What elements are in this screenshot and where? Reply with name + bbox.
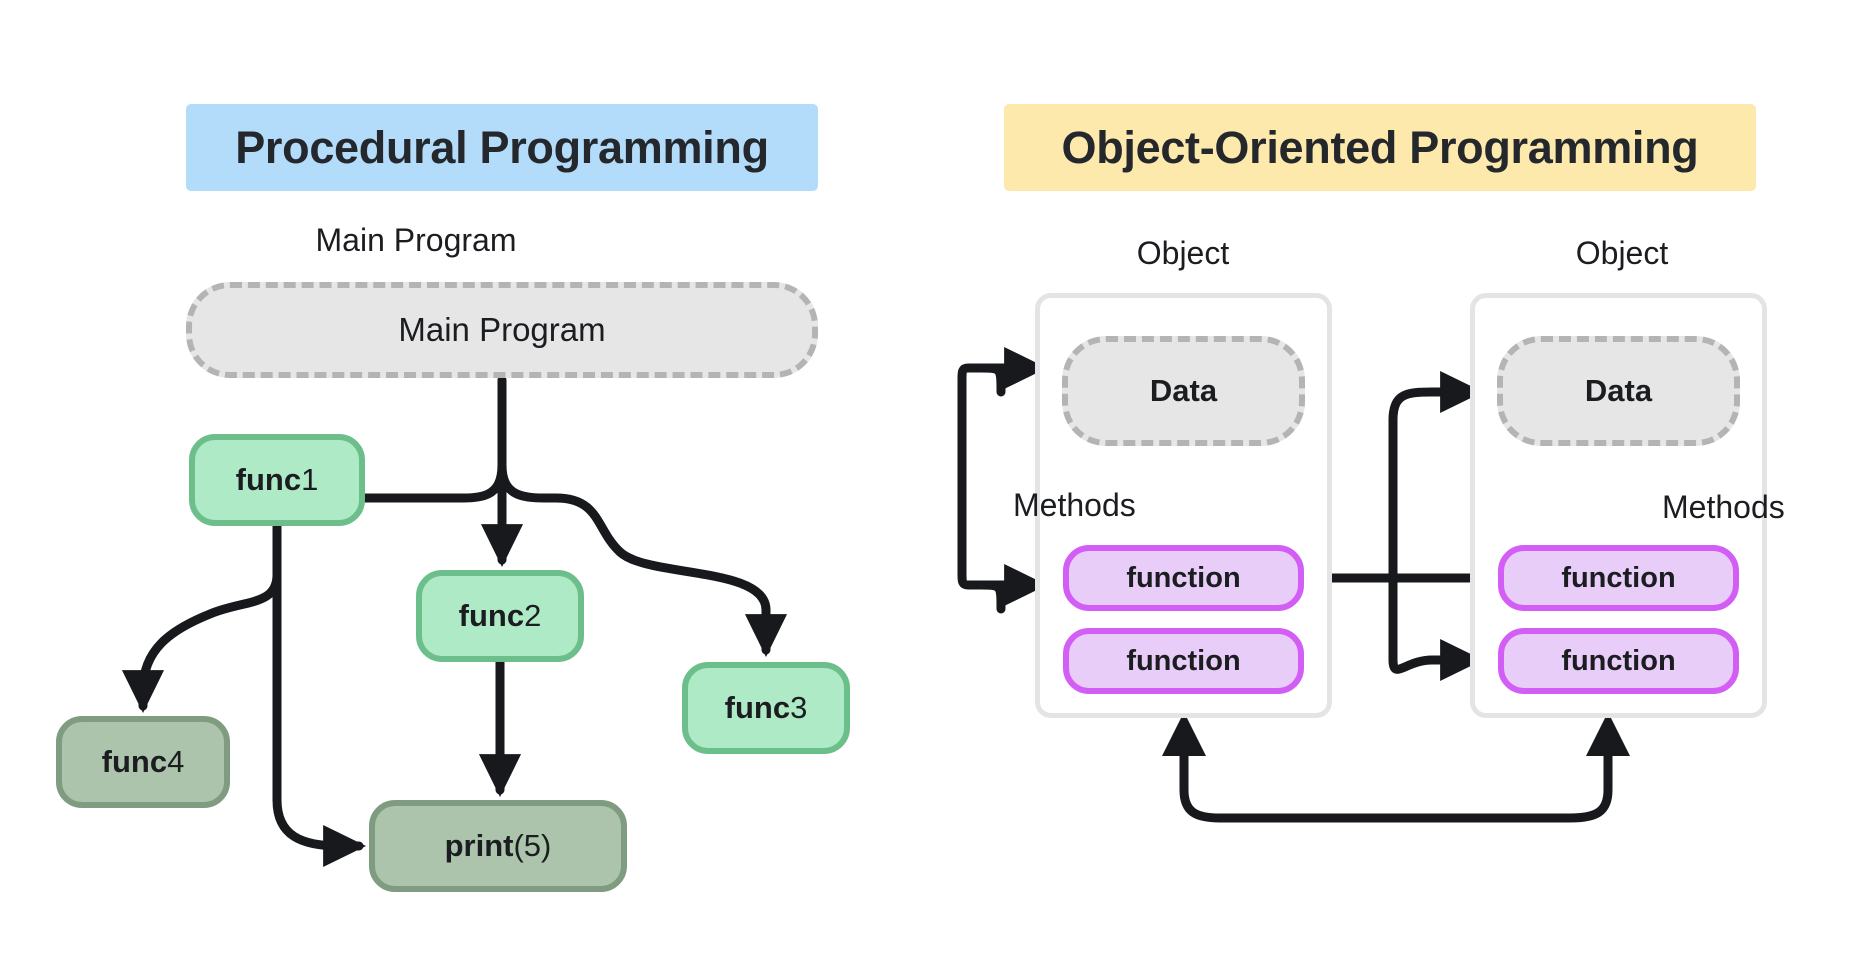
node-object-2-function-b-label: function (1561, 644, 1676, 677)
node-func-3: func 3 (682, 662, 850, 754)
node-func-4: func 4 (56, 716, 230, 808)
node-object-1-function-a: function (1063, 545, 1304, 611)
node-object-2-function-a-label: function (1561, 561, 1676, 594)
caption-object-2: Object (1575, 235, 1669, 271)
node-print-call: print(5) (369, 800, 627, 892)
node-func-4-label-bold: func (101, 744, 168, 779)
node-func-3-label-bold: func (724, 690, 791, 725)
caption-main-program: Main Program (315, 222, 517, 258)
banner-object-oriented-programming: Object-Oriented Programming (1004, 104, 1756, 191)
arrowhead-feedback-right (1586, 712, 1630, 756)
node-func-1: func 1 (189, 434, 365, 526)
node-func-4-label-rest: 4 (167, 744, 185, 779)
edge-func1-to-print (272, 570, 367, 868)
edge-feed-object1-bracket (957, 363, 1006, 614)
node-func-2-label-bold: func (458, 598, 525, 633)
node-func-2: func 2 (416, 570, 584, 662)
node-object-2-data-label: Data (1584, 373, 1653, 408)
node-func-1-label-bold: func (235, 462, 302, 497)
label-methods-2: Methods (1662, 489, 1785, 525)
node-main-program-label: Main Program (398, 311, 606, 348)
edge-mainprogram-to-func1 (360, 460, 507, 503)
node-object-2-function-a: function (1498, 545, 1739, 611)
label-methods-1: Methods (1013, 487, 1136, 523)
banner-procedural-programming: Procedural Programming (186, 104, 818, 191)
edge-feedback-loop (1179, 735, 1613, 823)
feedback-arrowheads (1162, 712, 1630, 756)
node-object-2-data: Data (1497, 336, 1740, 446)
node-main-program: Main Program (186, 282, 818, 378)
node-object-1-function-b: function (1063, 628, 1304, 694)
node-object-2-function-b: function (1498, 628, 1739, 694)
node-object-1-data-label: Data (1149, 373, 1218, 408)
caption-object-1: Object (1136, 235, 1230, 271)
edge-object2-riser-to-data (1388, 370, 1484, 425)
node-print-label-bold: print (444, 828, 514, 863)
node-print-label-rest: (5) (513, 828, 552, 863)
node-object-1-function-b-label: function (1126, 644, 1241, 677)
node-object-1-function-a-label: function (1126, 561, 1241, 594)
node-func-2-label-rest: 2 (524, 598, 542, 633)
node-func-3-label-rest: 3 (790, 690, 808, 725)
edge-object2-riser-to-function (1388, 638, 1484, 682)
node-object-1-data: Data (1062, 336, 1305, 446)
node-func-1-label-rest: 1 (301, 462, 319, 497)
edge-func1-to-func4 (121, 570, 282, 714)
arrowhead-feedback-left (1162, 712, 1206, 756)
